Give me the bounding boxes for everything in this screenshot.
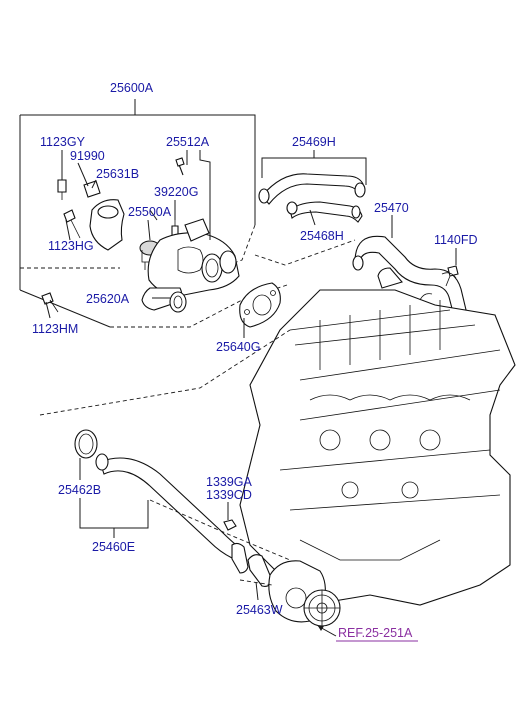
label-39220g[interactable]: 39220G (154, 185, 198, 199)
leader-lines (45, 150, 457, 637)
label-25620a[interactable]: 25620A (86, 292, 130, 306)
label-25470[interactable]: 25470 (374, 201, 409, 215)
water-pump-drawing (268, 560, 341, 627)
label-91990[interactable]: 91990 (70, 149, 105, 163)
label-25631b[interactable]: 25631B (96, 167, 139, 181)
label-1123gy[interactable]: 1123GY (40, 135, 86, 149)
label-ref-25-251a[interactable]: REF.25-251A (338, 626, 413, 640)
label-1123hg[interactable]: 1123HG (48, 239, 94, 253)
label-25500a[interactable]: 25500A (128, 205, 172, 219)
label-25512a[interactable]: 25512A (166, 135, 210, 149)
label-1339cd[interactable]: 1339CD (206, 488, 252, 502)
part-labels: 25600A 25512A 1123GY 91990 25631B 39220G… (32, 81, 478, 642)
hose-drawing-25469h (258, 173, 366, 223)
label-25460e[interactable]: 25460E (92, 540, 135, 554)
label-1339ga[interactable]: 1339GA (206, 475, 253, 489)
label-25462b[interactable]: 25462B (58, 483, 101, 497)
label-25463w[interactable]: 25463W (236, 603, 283, 617)
thermostat-housing-drawing (41, 157, 240, 313)
water-pipe-drawing-25460e (74, 429, 273, 587)
gasket-drawing-25640g (239, 282, 281, 328)
label-25600a[interactable]: 25600A (110, 81, 154, 95)
label-1140fd[interactable]: 1140FD (434, 233, 478, 247)
label-1123hm[interactable]: 1123HM (32, 322, 78, 336)
label-25640g[interactable]: 25640G (216, 340, 260, 354)
dashed-guide-lines (39, 329, 291, 586)
engine-block-drawing (239, 272, 516, 606)
label-25468h[interactable]: 25468H (300, 229, 344, 243)
label-25469h[interactable]: 25469H (292, 135, 336, 149)
